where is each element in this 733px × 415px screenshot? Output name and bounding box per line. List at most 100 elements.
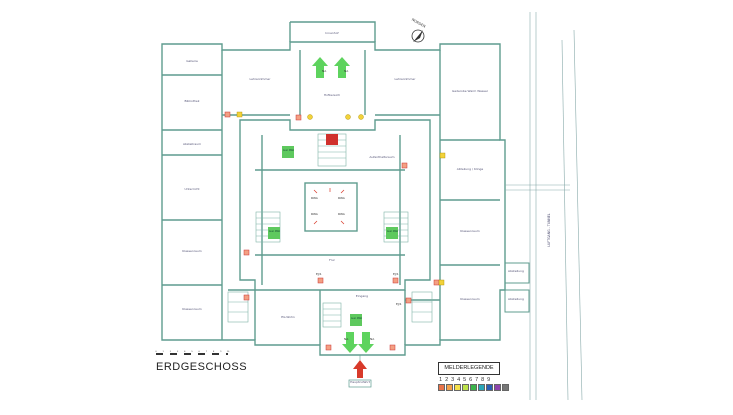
legend-swatch	[478, 384, 485, 391]
scale-tick: 7	[206, 351, 208, 353]
exit-arrows-bottom	[342, 332, 374, 353]
legend-title: MELDERLEGENDE	[438, 362, 500, 375]
room-label: Klassenraum	[460, 229, 479, 233]
room-label: Hofbereich	[324, 93, 340, 97]
legend-swatch	[494, 384, 501, 391]
scale-tick: 2	[170, 351, 172, 353]
detector-icon	[433, 279, 440, 286]
legend-swatches	[438, 384, 509, 391]
manual-call-point-icon	[236, 111, 243, 118]
detector-icon	[295, 114, 302, 121]
scale-tick: 1	[163, 351, 165, 353]
legend-number: 9	[487, 377, 491, 383]
room-label: Klassenraum	[182, 249, 201, 253]
room-label: EG-Wohn	[281, 315, 295, 319]
right-annex	[504, 262, 530, 313]
room-label: Eingang	[356, 294, 368, 298]
room-label: Abstellraum	[183, 142, 201, 146]
legend-swatch	[462, 384, 469, 391]
manual-call-point-icon	[439, 152, 446, 159]
panel-label: Ausl. RWA	[283, 149, 294, 152]
na-label: NA	[344, 337, 349, 341]
na-label: NA	[344, 69, 349, 73]
scale-tick: 3	[177, 351, 179, 353]
scale-tick: 10	[227, 351, 230, 353]
scale-tick: 5	[191, 351, 193, 353]
room-label: Klassenraum	[460, 297, 479, 301]
rwa-marks	[313, 188, 345, 225]
na-label: NA	[370, 337, 375, 341]
north-label: NORDEN	[411, 18, 427, 29]
legend-swatch	[470, 384, 477, 391]
scale-tick: 4	[184, 351, 186, 353]
na-label: NA	[322, 69, 327, 73]
green-arrow-down-icon	[342, 332, 358, 353]
detector-icon	[243, 294, 250, 301]
legend-number: 3	[451, 377, 455, 383]
rwa-label: RWA	[311, 212, 319, 216]
green-arrow-up-icon	[334, 57, 350, 78]
sounder-icon	[358, 114, 364, 120]
legend-number: 2	[445, 377, 449, 383]
green-arrow-up-icon	[312, 57, 328, 78]
sounder-icon	[345, 114, 351, 120]
legend-number: 5	[463, 377, 467, 383]
room-label: Abstellung	[508, 297, 524, 301]
panel-labels: Ausl. RWA Ausl. RWA Ausl. RWA Ausl. RWA	[269, 149, 398, 320]
room-label: Gallerie	[186, 59, 198, 63]
green-arrow-down-icon	[358, 332, 374, 353]
room-label: Abteilung / Klinge	[457, 167, 484, 171]
detector-icon	[405, 297, 412, 304]
rwa-panels	[268, 146, 398, 326]
exit-arrows-top	[312, 57, 350, 78]
scale-tick: 8	[213, 351, 215, 353]
scale-bar: 0 1 2 3 4 5 6 7 8 9 10	[155, 351, 230, 355]
door-label: EJ/1	[393, 272, 399, 276]
red-arrow-up-icon	[353, 360, 367, 378]
manual-call-point-icon	[438, 279, 445, 286]
scale-tick: 6	[199, 351, 201, 353]
legend-number: 4	[457, 377, 461, 383]
yellow-icons	[236, 111, 446, 286]
detector-icon	[243, 249, 250, 256]
door-labels: EJ/1 EJ/1 EJ/1	[316, 272, 402, 306]
legend-swatch	[446, 384, 453, 391]
rwa-label: RWA	[338, 212, 346, 216]
building-walls	[161, 21, 506, 356]
room-label: Lehrerzimmer	[395, 77, 417, 81]
street-lines	[505, 12, 583, 401]
legend-swatch	[486, 384, 493, 391]
fire-panel-box	[326, 134, 338, 145]
panel-label: Ausl. RWA	[351, 317, 362, 320]
detector-icon	[325, 344, 332, 351]
detectors	[224, 111, 440, 351]
detector-icon	[317, 277, 324, 284]
room-label: Abstellung	[508, 269, 524, 273]
legend-number: 8	[481, 377, 485, 383]
scale-tick: 0	[155, 351, 157, 353]
room-label: Hauptzufahrt	[350, 380, 371, 384]
scale-tick: 9	[220, 351, 222, 353]
room-label: Bibliothek	[185, 99, 200, 103]
sounder-icon	[307, 114, 313, 120]
legend-number: 7	[475, 377, 479, 383]
panel-label: Ausl. RWA	[269, 230, 280, 233]
rwa-labels: RWA RWA RWA RWA	[311, 196, 346, 216]
street-label: LUFTGANG - TUNNEL	[547, 213, 551, 246]
door-label: EJ/1	[316, 272, 322, 276]
legend-swatch	[502, 384, 509, 391]
north-compass: NORDEN	[411, 18, 427, 43]
detector-icon	[401, 162, 408, 169]
legend-swatch	[438, 384, 445, 391]
room-labels: Gallerie Bibliothek Lehrerzimmer Hofbere…	[182, 31, 551, 384]
door-label: EJ/1	[396, 302, 402, 306]
rwa-label: RWA	[311, 196, 319, 200]
floor-title: ERDGESCHOSS	[156, 361, 248, 373]
legend-number: 1	[439, 377, 443, 383]
na-labels: NA NA NA NA	[322, 69, 375, 341]
rwa-label: RWA	[338, 196, 346, 200]
room-label: Flur	[329, 258, 335, 262]
room-label: Klassenraum	[182, 307, 201, 311]
